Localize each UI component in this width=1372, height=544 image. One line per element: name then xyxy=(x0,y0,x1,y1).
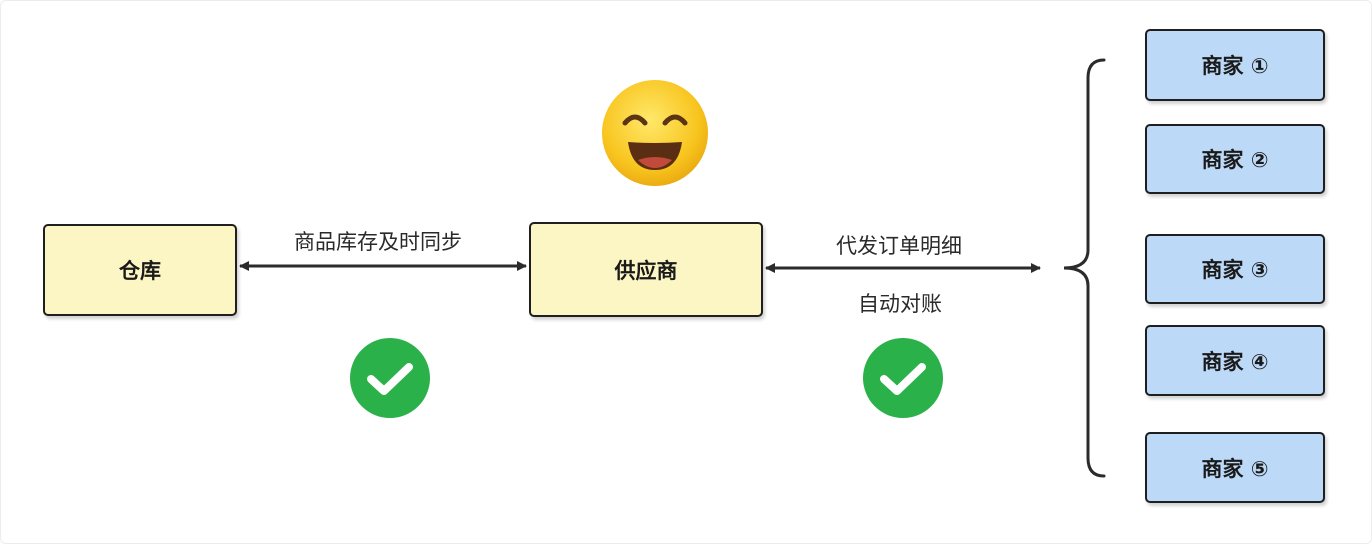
merchant-label: 商家 ⑤ xyxy=(1201,456,1269,481)
reconcile-label: 自动对账 xyxy=(858,292,942,316)
merchant-node: 商家 ⑤ xyxy=(1145,432,1325,503)
supplier-node: 供应商 xyxy=(529,222,763,317)
check-circle-icon xyxy=(350,338,430,418)
warehouse-node: 仓库 xyxy=(43,224,237,316)
merchant-brace xyxy=(1063,58,1106,478)
check-circle-icon xyxy=(863,338,943,418)
merchant-node: 商家 ④ xyxy=(1145,325,1325,396)
merchant-label: 商家 ④ xyxy=(1201,349,1269,374)
merchant-label: 商家 ② xyxy=(1201,148,1269,172)
merchant-label: 商家 ① xyxy=(1201,54,1269,78)
merchant-label: 商家 ③ xyxy=(1201,258,1269,282)
order-detail-label: 代发订单明细 xyxy=(836,234,962,258)
merchant-node: 商家 ① xyxy=(1145,29,1325,101)
sync-label: 商品库存及时同步 xyxy=(294,230,462,254)
supplier-label: 供应商 xyxy=(614,258,678,283)
smiling-face-icon xyxy=(602,80,708,186)
warehouse-label: 仓库 xyxy=(119,259,161,283)
merchant-node: 商家 ③ xyxy=(1145,234,1325,304)
merchant-node: 商家 ② xyxy=(1145,124,1325,194)
